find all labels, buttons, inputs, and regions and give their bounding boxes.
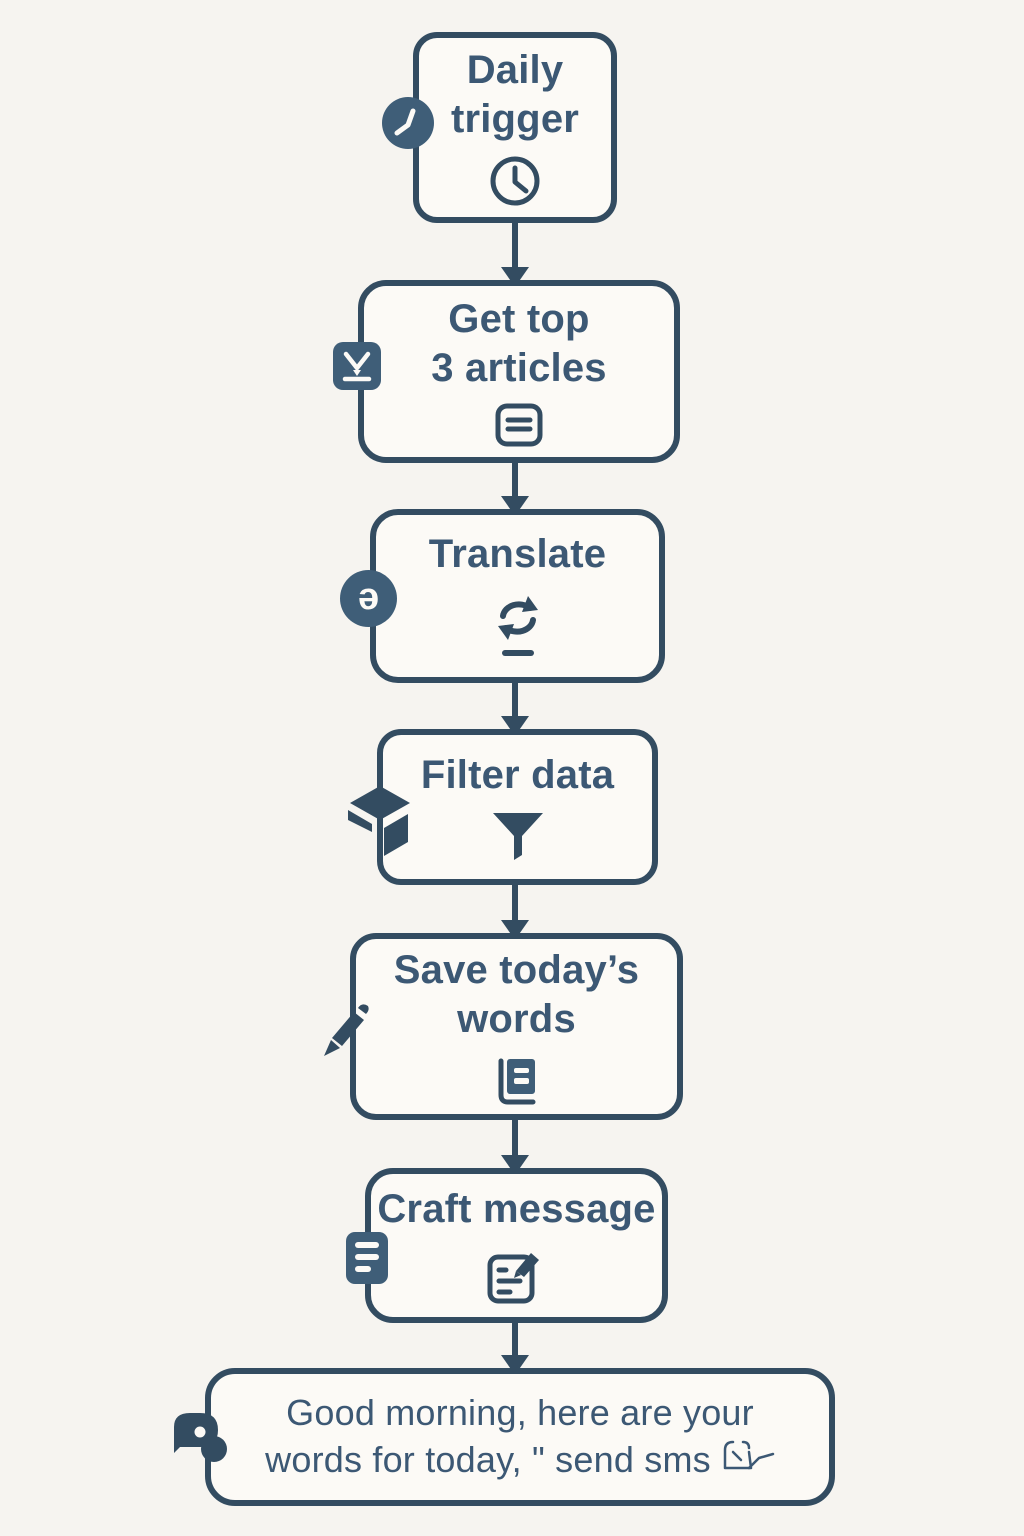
clock-icon bbox=[490, 156, 540, 206]
node-label-line: Daily bbox=[466, 47, 564, 92]
node-label-line: words for today, " send sms bbox=[265, 1437, 775, 1484]
connector-arrow-1 bbox=[501, 219, 529, 287]
node-label-line: Good morning, here are your bbox=[286, 1392, 754, 1434]
node-label-line: Translate bbox=[428, 531, 607, 576]
node-label-line: trigger bbox=[450, 96, 580, 141]
node-save-words[interactable]: Save today’s words bbox=[350, 933, 683, 1120]
notebook-icon bbox=[498, 1058, 535, 1105]
node-label-line: Get top bbox=[448, 296, 590, 341]
chat-badge-icon bbox=[162, 1405, 230, 1469]
node-craft-message[interactable]: Craft message bbox=[365, 1168, 668, 1323]
node-label-line: Filter data bbox=[420, 752, 615, 797]
node-label-line: Save today’s bbox=[393, 947, 640, 992]
node-get-articles[interactable]: Get top 3 articles bbox=[358, 280, 680, 463]
node-send-sms[interactable]: Good morning, here are your words for to… bbox=[205, 1368, 835, 1506]
list-badge-icon bbox=[345, 1230, 389, 1286]
sync-icon bbox=[497, 596, 538, 657]
pencil-badge-icon bbox=[316, 990, 378, 1066]
schwa-glyph: ə bbox=[357, 575, 380, 618]
connector-arrow-4 bbox=[501, 882, 529, 940]
clock-badge-icon bbox=[382, 97, 434, 149]
node-label-line: 3 articles bbox=[431, 345, 607, 390]
node-label-line: words bbox=[457, 996, 576, 1041]
compose-icon bbox=[487, 1252, 539, 1304]
connector-arrow-2 bbox=[501, 458, 529, 516]
connector-arrow-6 bbox=[501, 1320, 529, 1375]
connector-arrow-3 bbox=[501, 680, 529, 736]
node-translate[interactable]: Translate bbox=[370, 509, 665, 683]
cube-badge-icon bbox=[338, 780, 422, 866]
connector-arrow-5 bbox=[501, 1117, 529, 1175]
language-badge-icon: ə bbox=[340, 570, 397, 627]
node-label-line: Craft message bbox=[377, 1187, 656, 1232]
import-badge-icon bbox=[333, 342, 381, 390]
article-icon bbox=[495, 403, 543, 447]
funnel-icon bbox=[492, 813, 543, 861]
node-daily-trigger[interactable]: Daily trigger bbox=[413, 32, 617, 223]
sms-sketch-icon bbox=[723, 1440, 775, 1470]
node-label-text: words for today, " send sms bbox=[265, 1439, 711, 1480]
